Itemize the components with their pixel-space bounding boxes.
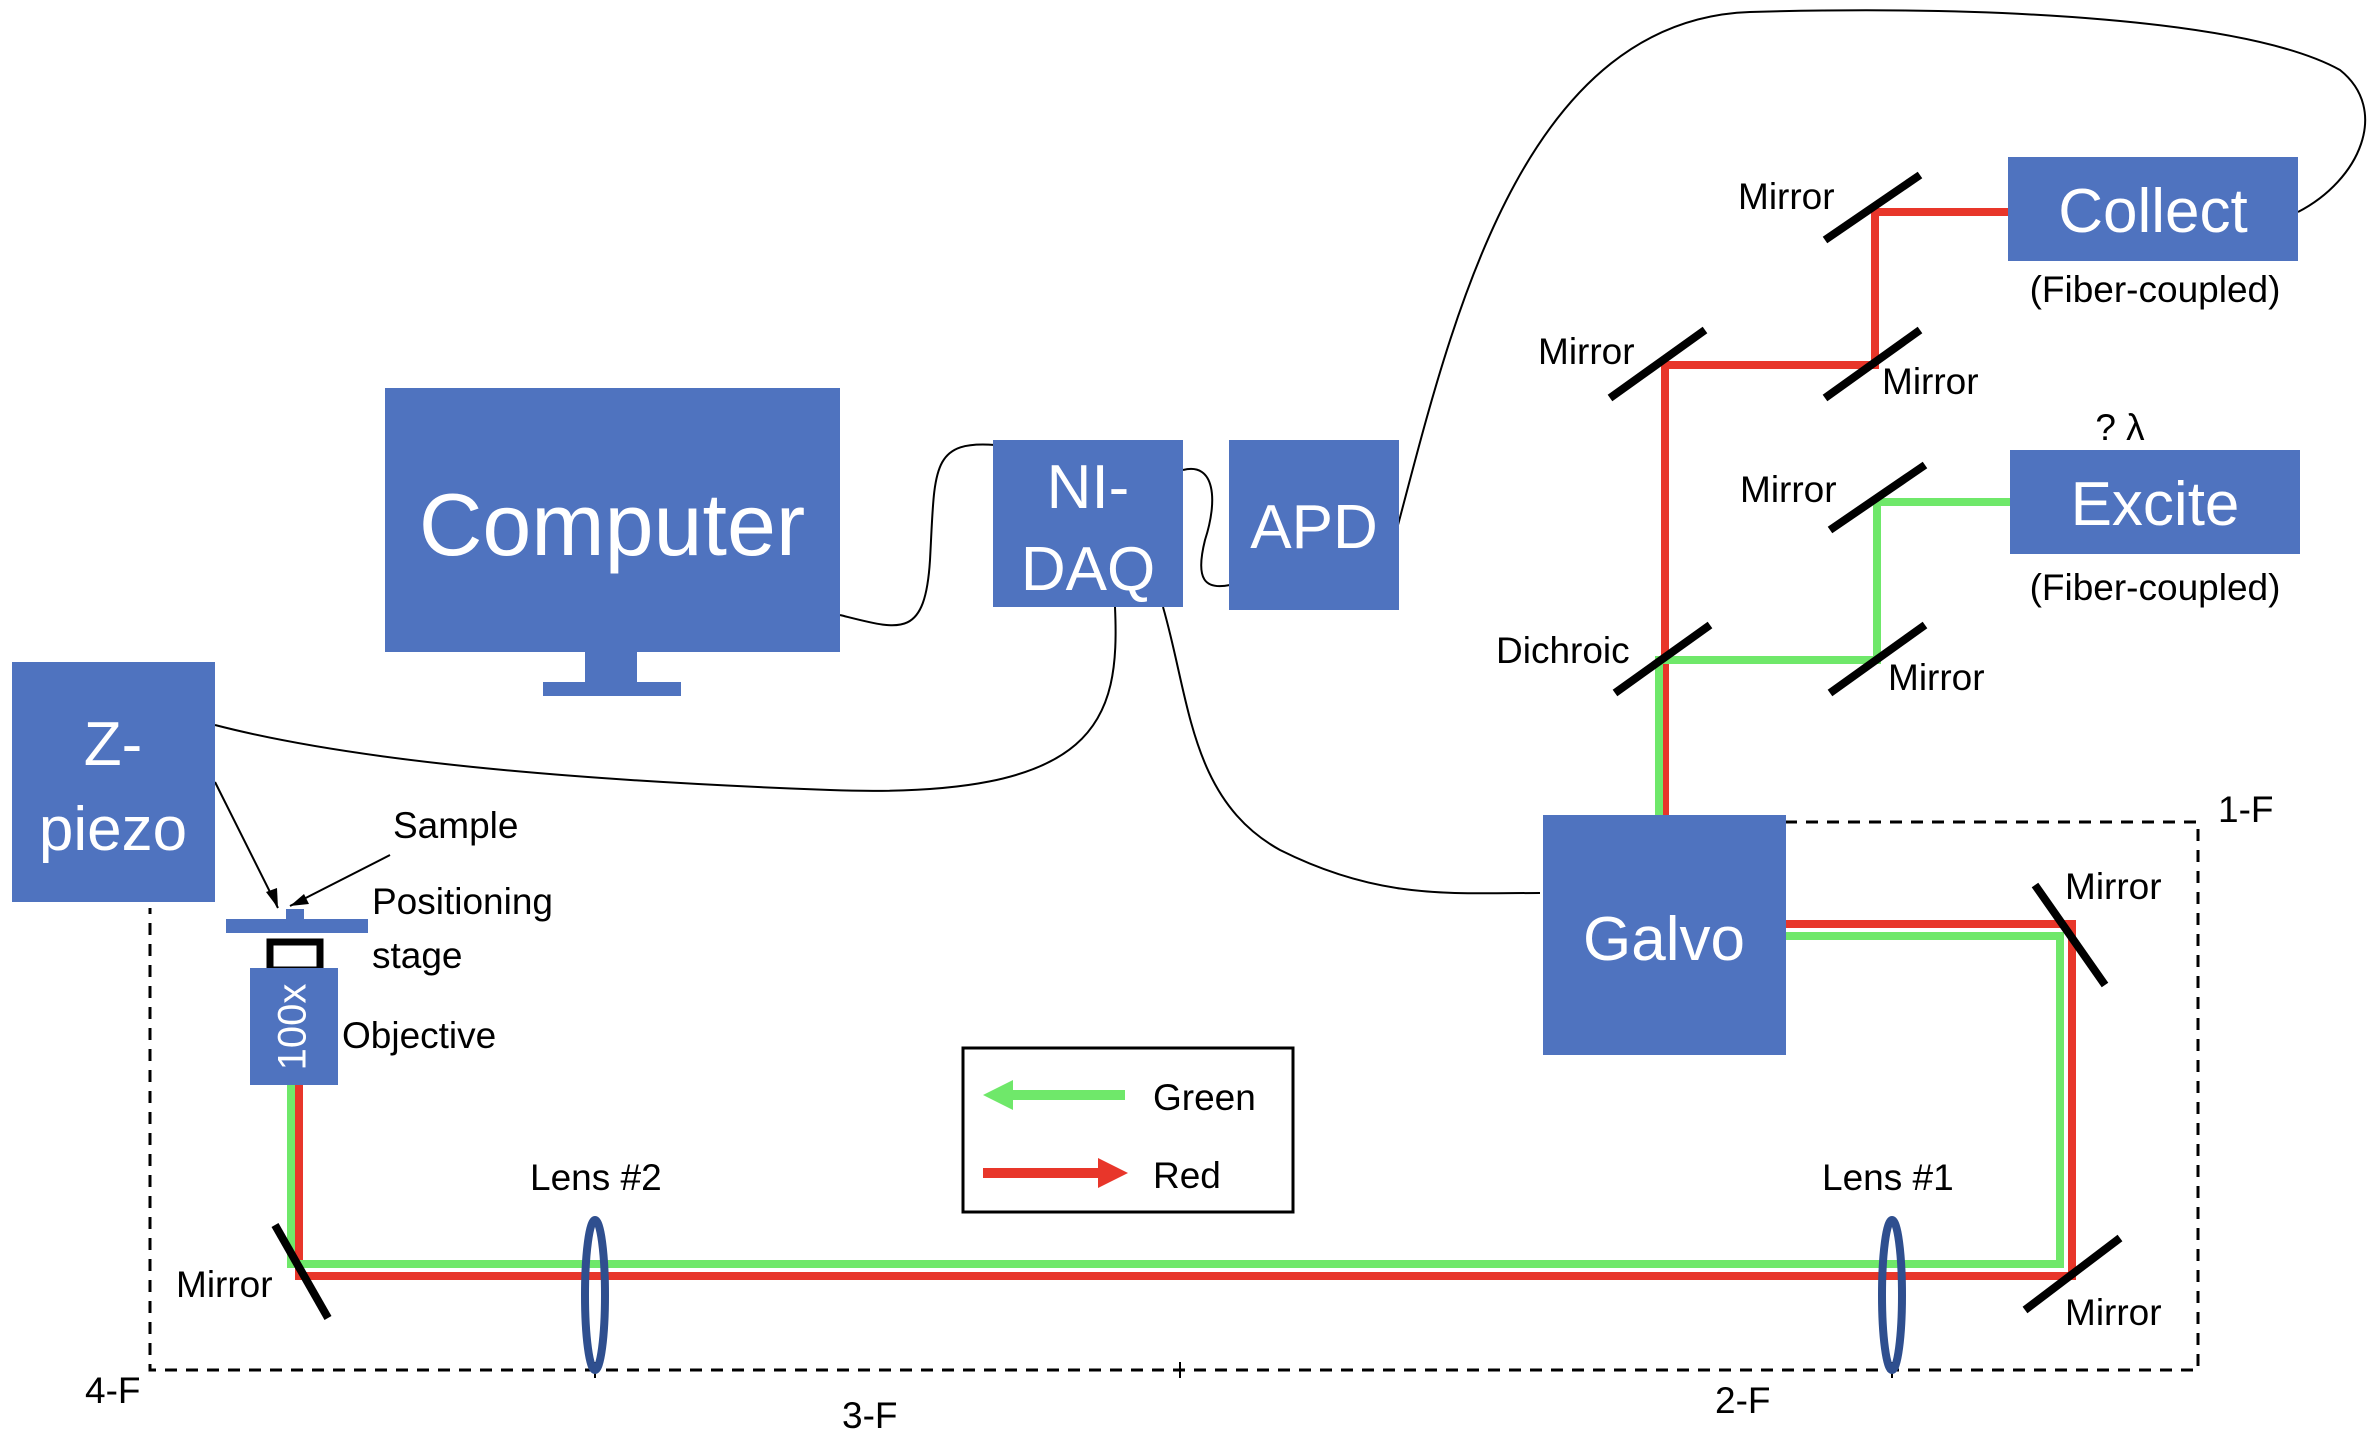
cable-nidaq-apd — [1182, 467, 1231, 588]
arrowhead-sample — [290, 894, 309, 906]
computer-monitor — [385, 388, 840, 652]
mirror-label-top: Mirror — [1738, 176, 1835, 217]
objective-mount — [266, 938, 324, 974]
sample — [286, 909, 304, 921]
cable-computer-nidaq — [839, 443, 996, 627]
ni-daq-box — [993, 440, 1183, 607]
arrowhead-zpiezo — [266, 888, 278, 908]
focal-1f-label: 1-F — [2218, 789, 2274, 830]
legend-red-label: Red — [1153, 1155, 1221, 1196]
computer-neck — [585, 652, 637, 684]
galvo-label: Galvo — [1583, 905, 1745, 974]
cable-nidaq-zpiezo — [214, 606, 1117, 792]
mirror-label-excite-upper: Mirror — [1740, 469, 1837, 510]
dichroic-mirror — [1612, 621, 1713, 697]
mirror-label-bottom-left: Mirror — [176, 1264, 273, 1305]
signal-cables — [214, 9, 2367, 909]
objective-label: Objective — [342, 1015, 496, 1056]
mirror-right-lower — [2022, 1234, 2123, 1314]
dichroic-label: Dichroic — [1496, 630, 1630, 671]
lens-1-label: Lens #1 — [1822, 1157, 1954, 1198]
mirror-excite-lower — [1827, 621, 1928, 697]
mirror-left-upper — [1607, 326, 1708, 402]
wavelength-label: ? λ — [2095, 407, 2145, 448]
dashed-path — [148, 820, 2200, 1372]
annotations: (Fiber-coupled) (Fiber-coupled) ? λ Mirr… — [85, 176, 2280, 1435]
apd-box — [1229, 440, 1399, 610]
galvo: Galvo — [1543, 815, 1786, 1055]
positioning-label: Positioning — [372, 881, 553, 922]
cable-nidaq-galvo — [1162, 606, 1541, 895]
legend-red-arrow — [1098, 1158, 1128, 1188]
ni-daq-label-1: NI- — [1047, 453, 1130, 522]
excite: Excite — [2010, 450, 2300, 554]
galvo-box — [1543, 815, 1786, 1055]
excite-box — [2010, 450, 2300, 554]
collect-box — [2008, 157, 2298, 261]
focal-4f-label: 4-F — [85, 1370, 141, 1411]
z-piezo: Z- piezo — [12, 662, 215, 902]
mirror-label-collect-lower: Mirror — [1882, 361, 1979, 402]
mirror-collect-lower — [1822, 326, 1923, 402]
mirror-right-upper — [2031, 882, 2109, 988]
z-piezo-label-1: Z- — [84, 710, 143, 779]
objective-mag-text: 100x — [271, 984, 315, 1071]
collect-subtitle: (Fiber-coupled) — [2030, 269, 2281, 310]
mirror-top — [1822, 171, 1923, 244]
cable-apd-collect — [1397, 9, 2367, 526]
green-beam-main — [287, 932, 2064, 1268]
cable-zpiezo-sample — [214, 781, 279, 909]
positioning-stage — [226, 919, 368, 933]
mirror-excite-upper — [1827, 461, 1928, 534]
legend: Green Red — [961, 1046, 1295, 1214]
mirror-label-left-upper: Mirror — [1538, 331, 1635, 372]
apd: APD — [1229, 440, 1399, 610]
lens-2-label: Lens #2 — [530, 1157, 662, 1198]
excite-subtitle: (Fiber-coupled) — [2030, 567, 2281, 608]
objective-body — [250, 968, 338, 1085]
mirrors — [271, 171, 2123, 1320]
z-piezo-label-2: piezo — [39, 795, 187, 864]
legend-green-arrow — [983, 1080, 1013, 1110]
ni-daq-label-2: DAQ — [1021, 535, 1155, 604]
lens-2 — [581, 1216, 609, 1374]
apd-label: APD — [1250, 493, 1377, 562]
collect-label: Collect — [2058, 177, 2248, 246]
mirror-label-excite-lower: Mirror — [1888, 657, 1985, 698]
excite-label: Excite — [2071, 470, 2240, 539]
sample-label: Sample — [393, 805, 518, 846]
computer-label: Computer — [419, 475, 805, 574]
stage-label: stage — [372, 935, 463, 976]
computer-base — [543, 682, 681, 696]
objective-assembly: 100x — [226, 909, 368, 1085]
mirror-label-right-upper: Mirror — [2065, 866, 2162, 907]
lens-1 — [1878, 1216, 1906, 1374]
focal-3f-label: 3-F — [842, 1395, 898, 1435]
legend-frame — [961, 1046, 1295, 1214]
cable-sample-pointer — [289, 854, 391, 907]
ni-daq: NI- DAQ — [993, 440, 1183, 607]
collect: Collect — [2008, 157, 2298, 261]
computer: Computer — [385, 388, 840, 696]
z-piezo-box — [12, 662, 215, 902]
red-beam-collect-arm — [1661, 208, 2008, 815]
legend-green-label: Green — [1153, 1077, 1256, 1118]
mirror-label-right-lower: Mirror — [2065, 1292, 2162, 1333]
focal-2f-label: 2-F — [1715, 1380, 1771, 1421]
mirror-bottom-left — [271, 1223, 332, 1320]
